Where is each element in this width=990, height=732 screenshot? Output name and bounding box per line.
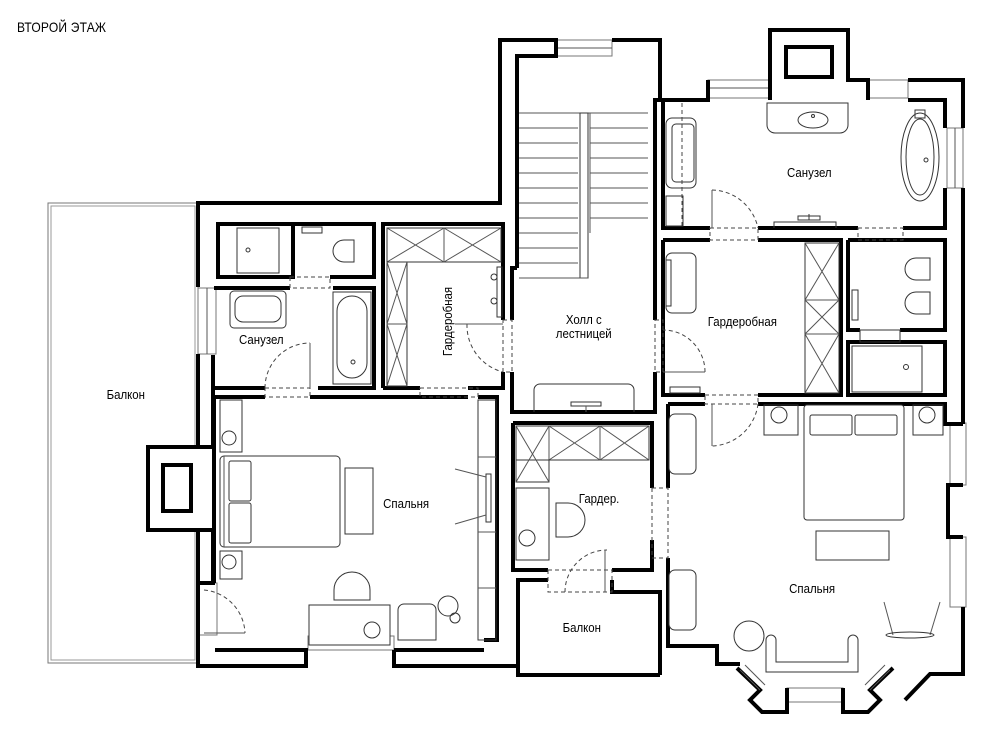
room-label-balcony-left: Балкон bbox=[106, 387, 145, 402]
bathroom-left-fixtures bbox=[229, 226, 372, 385]
bedroom-right-furniture bbox=[668, 404, 944, 673]
room-label-bathroom-left: Санузел bbox=[239, 332, 284, 347]
door-openings bbox=[264, 227, 904, 593]
room-label-wardrobe-left: Гардеробная bbox=[439, 286, 455, 357]
room-label-bedroom-right: Спальня bbox=[789, 581, 836, 596]
door-swings bbox=[203, 189, 759, 634]
hall-label-line1: Холл с bbox=[565, 312, 602, 327]
hall-label-line2: лестницей bbox=[555, 326, 612, 341]
staircase bbox=[519, 112, 648, 279]
room-label-wardrobe-right: Гардеробная bbox=[707, 314, 777, 329]
room-label-bathroom-right: Санузел bbox=[787, 165, 832, 180]
bay-window-glass bbox=[739, 664, 891, 691]
room-label-bedroom-left: Спальня bbox=[383, 496, 430, 511]
bedroom-left-furniture bbox=[219, 399, 497, 646]
wc-right-fixtures bbox=[851, 257, 931, 393]
room-label-hall: Холл с лестницей bbox=[556, 313, 612, 341]
interior-walls bbox=[212, 98, 963, 642]
wardrobe-small-shelves bbox=[515, 425, 650, 561]
room-label-balcony-bottom: Балкон bbox=[562, 620, 601, 635]
wardrobe-left-shelves bbox=[386, 227, 503, 387]
windows bbox=[197, 39, 967, 703]
room-label-wardrobe-small: Гардер. bbox=[578, 491, 620, 506]
bathroom-right-fixtures bbox=[665, 102, 940, 228]
balcony-left-outline bbox=[47, 202, 199, 664]
floor-title: ВТОРОЙ ЭТАЖ bbox=[17, 19, 107, 35]
wardrobe-right-shelves bbox=[665, 242, 840, 394]
hall-console bbox=[533, 383, 635, 412]
